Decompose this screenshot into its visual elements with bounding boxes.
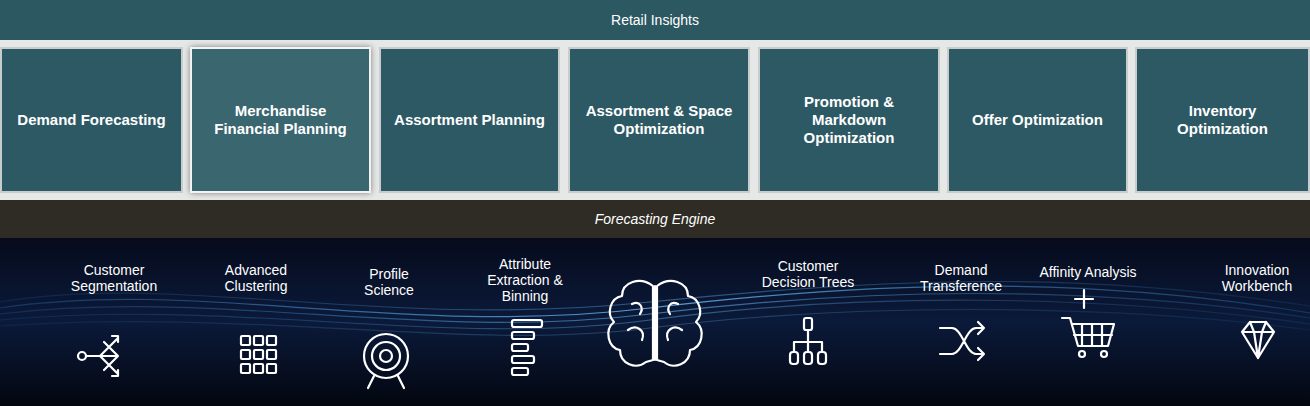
engine-illustration [0, 238, 1310, 406]
transference-icon [940, 322, 984, 360]
module-box: Promotion & Markdown Optimization [758, 47, 940, 193]
header-band: Retail Insights [0, 0, 1310, 40]
capability-label: Attribute Extraction & Binning [469, 256, 581, 304]
capability-label: Advanced Clustering [201, 262, 311, 294]
capability-label: Demand Transference [901, 262, 1021, 294]
module-box: Inventory Optimization [1135, 47, 1310, 193]
capability-label: Affinity Analysis [1038, 264, 1138, 280]
capability-label: Profile Science [344, 266, 434, 298]
module-box: Merchandise Financial Planning [190, 47, 371, 193]
capability-label: Innovation Workbench [1202, 262, 1310, 294]
node-text: Inventory Optimization [1147, 102, 1298, 138]
brain-icon [608, 281, 701, 366]
capability-label: Customer Decision Trees [758, 258, 858, 290]
node-text: Assortment Planning [394, 111, 545, 129]
node-text: Promotion & Markdown Optimization [770, 93, 928, 147]
node-text: Demand Forecasting [17, 111, 165, 129]
engine-band: Forecasting Engine [0, 200, 1310, 238]
node-text: Merchandise Financial Planning [202, 102, 359, 138]
node-text: Assortment & Space Optimization [580, 102, 738, 138]
target-icon [364, 334, 408, 388]
node-text: Offer Optimization [972, 111, 1103, 129]
module-box: Demand Forecasting [0, 47, 183, 193]
clustering-icon [241, 336, 276, 373]
decision-tree-icon [790, 318, 826, 364]
workbench-diamond-icon [1242, 322, 1274, 358]
node-text: Retail Insights [611, 12, 699, 29]
binning-icon [512, 320, 542, 375]
capability-label: Customer Segmentation [54, 262, 174, 294]
node-text: Forecasting Engine [595, 211, 716, 228]
module-box: Offer Optimization [947, 47, 1128, 193]
module-box: Assortment Planning [379, 47, 560, 193]
affinity-cart-icon [1062, 290, 1114, 357]
segmentation-icon [78, 336, 118, 376]
module-box: Assortment & Space Optimization [568, 47, 750, 193]
